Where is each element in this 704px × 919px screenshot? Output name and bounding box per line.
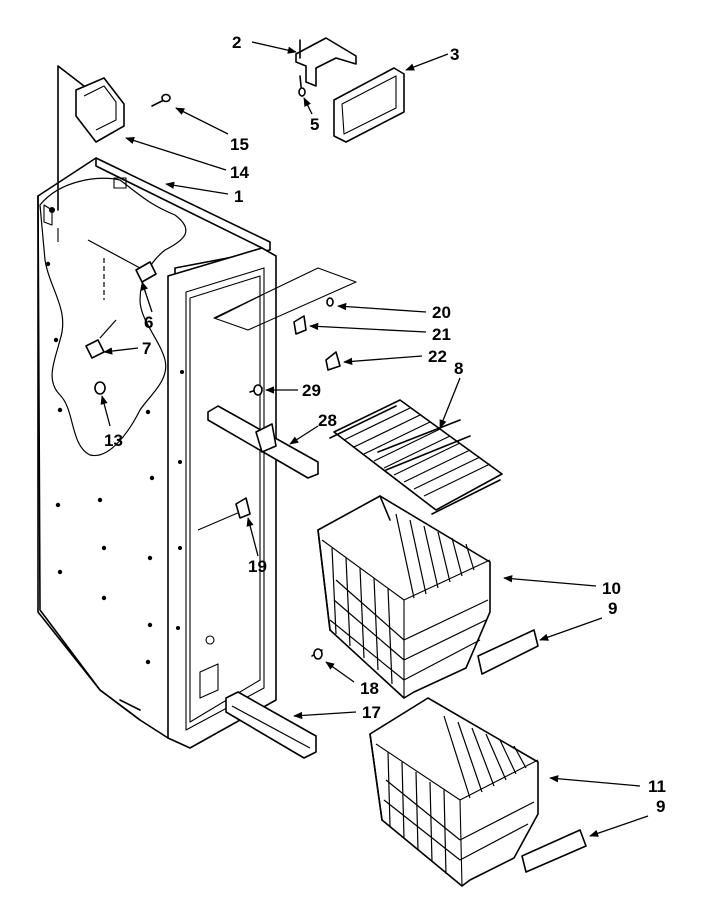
part-20-fastener [326, 297, 334, 307]
callout-18: 18 [360, 679, 379, 698]
callout-21: 21 [432, 325, 451, 344]
part-19-clip [235, 497, 251, 519]
evaporator-cover-outline [213, 267, 357, 331]
part-18-screw [311, 648, 323, 660]
callout-17: 17 [362, 703, 381, 722]
part-11-basket [369, 697, 539, 887]
part-22-clip [325, 351, 341, 371]
callout-7: 7 [142, 339, 151, 358]
callout-3: 3 [450, 45, 459, 64]
callout-labels: 2 3 5 15 14 1 6 7 13 20 21 22 8 29 28 19… [104, 33, 666, 816]
part-9-lower-handle [521, 829, 587, 873]
part-2-bracket [295, 37, 357, 87]
part-8-wire-shelf [329, 399, 503, 515]
callout-19: 19 [248, 557, 267, 576]
part-6-clip [135, 261, 157, 283]
part-3-frame [333, 67, 405, 143]
part-9-upper-handle [477, 629, 539, 675]
part-5-screw [298, 75, 306, 97]
part-15-screw [151, 93, 171, 107]
callout-22: 22 [428, 347, 447, 366]
callout-15: 15 [230, 135, 249, 154]
callout-28: 28 [318, 411, 337, 430]
callout-9-upper: 9 [608, 599, 617, 618]
callout-6: 6 [144, 313, 153, 332]
callout-11: 11 [648, 777, 666, 796]
callout-14: 14 [230, 163, 249, 182]
part-10-basket [317, 495, 491, 699]
callout-1: 1 [234, 187, 243, 206]
part-17-rail [225, 691, 317, 759]
callout-9-lower: 9 [656, 797, 665, 816]
part-28-shelf-rail [207, 405, 319, 479]
callout-20: 20 [432, 303, 451, 322]
freezer-liner [37, 157, 277, 749]
leader-lines [100, 41, 649, 837]
callout-8: 8 [454, 359, 463, 378]
callout-29: 29 [302, 381, 321, 400]
part-29-screw [249, 384, 263, 396]
callout-13: 13 [104, 431, 123, 450]
callout-5: 5 [310, 115, 319, 134]
part-13-plug [94, 381, 106, 395]
callout-10: 10 [602, 579, 621, 598]
callout-2: 2 [232, 33, 241, 52]
part-21-clip [293, 315, 307, 335]
part-14-bracket [57, 65, 125, 211]
